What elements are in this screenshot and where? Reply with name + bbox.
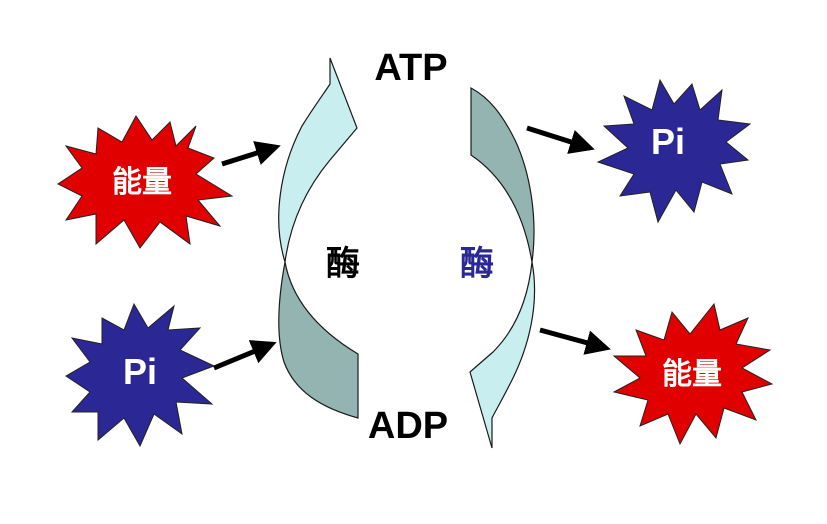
left-arrow-upper-band — [278, 57, 358, 263]
enzyme-right-label: 酶 — [460, 244, 494, 284]
energy-in-connector-arrow — [221, 141, 281, 167]
pi-output-burst: Pi — [596, 78, 752, 224]
pi-in-connector-arrow — [213, 340, 277, 371]
pi-burst-label: Pi — [123, 351, 157, 392]
energy-out-connector-arrow — [539, 327, 611, 355]
energy-burst-label: 能量 — [662, 357, 722, 392]
atp-label: ATP — [374, 47, 447, 89]
right-cycle-arrow — [469, 87, 536, 449]
energy-input-burst: 能量 — [57, 115, 234, 249]
energy-burst-shape — [612, 302, 774, 446]
pi-burst-shape — [596, 78, 752, 224]
left-cycle-arrow — [278, 57, 359, 419]
pi-out-connector-arrow — [526, 125, 595, 154]
energy-output-burst: 能量 — [612, 302, 774, 446]
energy-burst-shape — [57, 115, 234, 249]
pi-input-burst: Pi — [65, 302, 216, 448]
energy-burst-label: 能量 — [112, 165, 172, 200]
adp-label: ADP — [368, 405, 448, 447]
enzyme-left-label: 酶 — [326, 244, 360, 284]
pi-burst-label: Pi — [651, 121, 685, 162]
right-arrow-upper-band — [470, 87, 535, 263]
left-arrow-lower-band — [278, 261, 359, 419]
right-arrow-lower-band — [469, 261, 536, 449]
